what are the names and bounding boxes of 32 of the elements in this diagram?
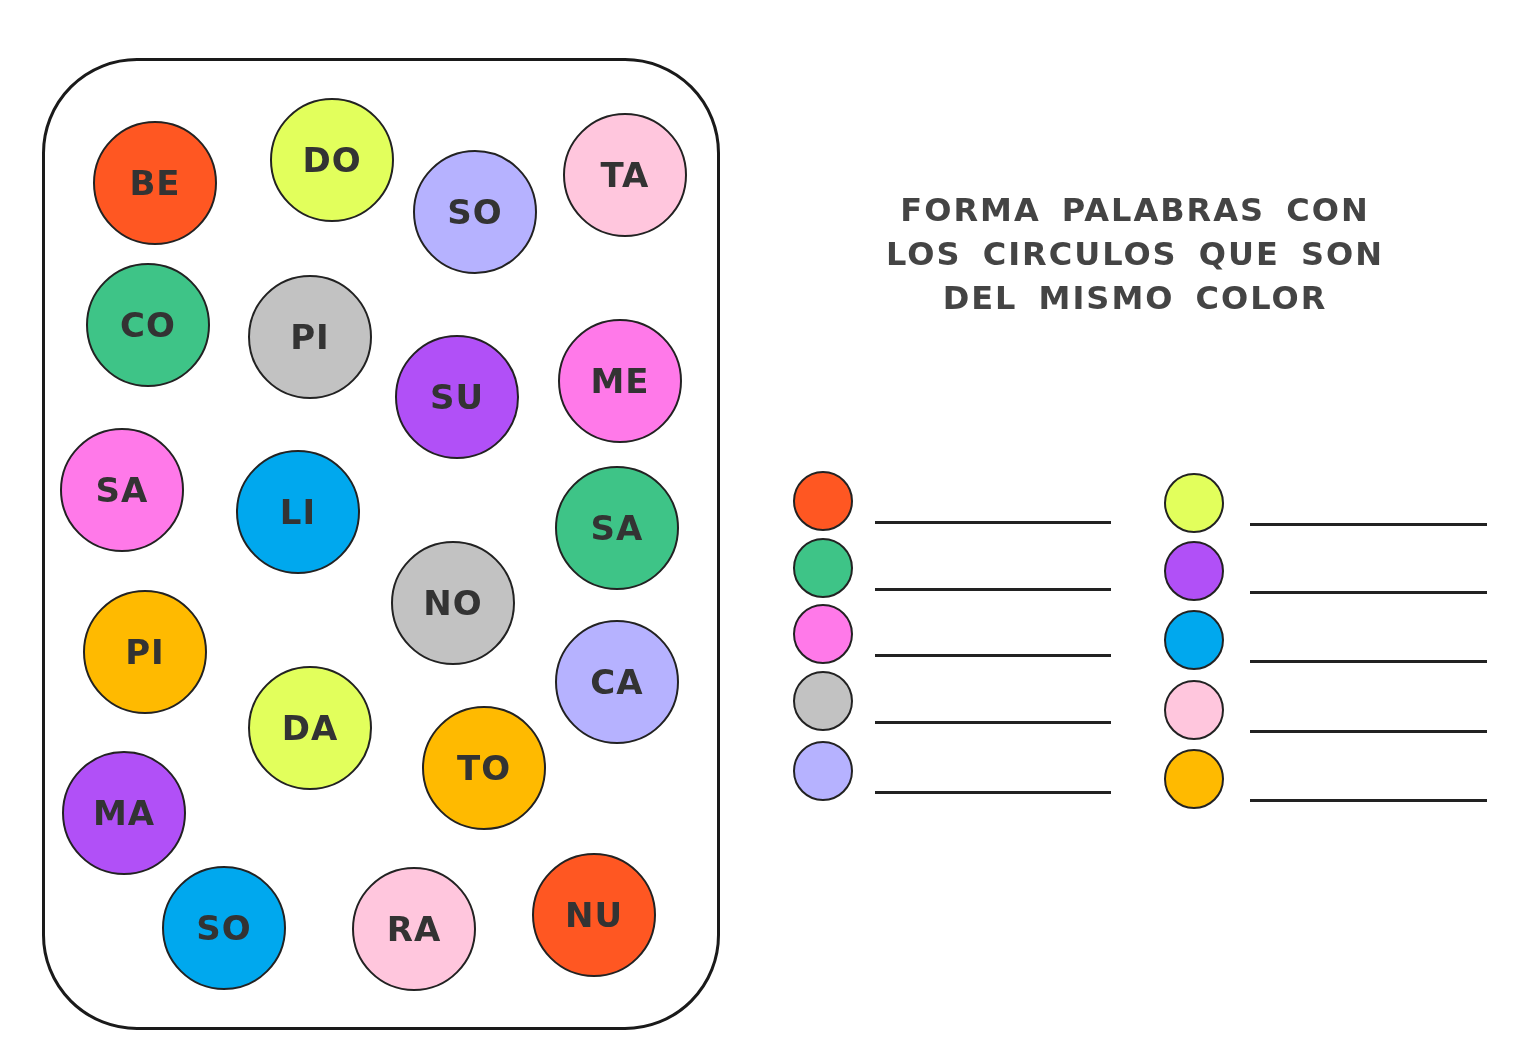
instruction-heading: FORMA PALABRAS CON LOS CIRCULOS QUE SON DEL MISMO COLOR	[885, 190, 1385, 319]
syllable-text: DO	[302, 140, 362, 180]
syllable-text: LI	[279, 492, 317, 532]
syllable-text: DA	[281, 708, 339, 748]
syllable-text: PI	[290, 317, 330, 357]
syllable-text: SO	[447, 192, 503, 232]
color-dot	[1164, 473, 1224, 533]
syllable-text: SU	[429, 377, 485, 417]
color-dot	[793, 538, 853, 598]
color-dot	[1164, 680, 1224, 740]
color-dot	[793, 671, 853, 731]
color-dot	[793, 471, 853, 531]
color-dot	[793, 741, 853, 801]
syllable-text: CA	[590, 662, 644, 702]
syllable-text: CO	[120, 305, 176, 345]
syllable-text: NU	[564, 895, 624, 935]
syllable-text: BE	[129, 163, 181, 203]
color-dot	[1164, 610, 1224, 670]
syllable-text: PI	[125, 632, 165, 672]
worksheet-frame	[42, 58, 720, 1030]
syllable-text: TA	[600, 155, 650, 195]
syllable-text: NO	[423, 583, 483, 623]
color-dot	[1164, 541, 1224, 601]
syllable-text: MA	[92, 793, 156, 833]
color-dot	[793, 604, 853, 664]
syllable-text: RA	[386, 909, 442, 949]
syllable-text: ME	[590, 361, 650, 401]
syllable-text: SO	[196, 908, 252, 948]
syllable-text: TO	[456, 748, 512, 788]
syllable-text: SA	[95, 470, 149, 510]
color-dot	[1164, 749, 1224, 809]
syllable-text: SA	[590, 508, 644, 548]
